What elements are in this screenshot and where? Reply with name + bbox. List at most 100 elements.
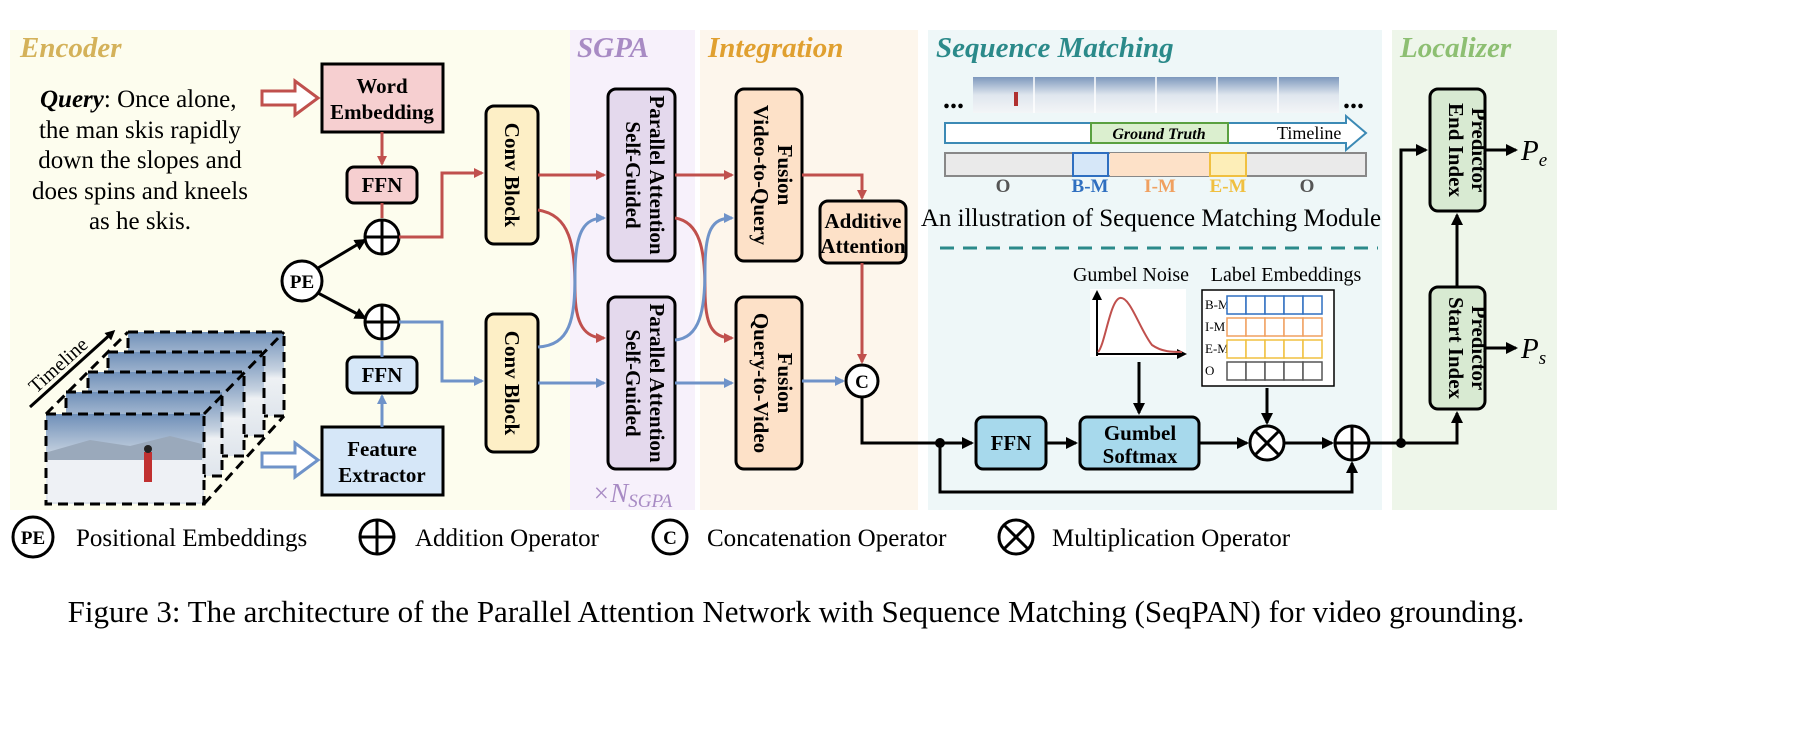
label-embedding-cell [1226,339,1247,359]
integration-title: Integration [707,32,843,64]
legend-concat-symbol: C [651,518,689,556]
word-embedding-block: Word Embedding [320,62,445,134]
end-predictor-label-1: End Index [1444,103,1468,197]
skier-figure [144,452,152,482]
feature-extractor-label-1: Feature [347,437,417,461]
sgpa-integration-arrows [674,170,867,388]
sgpa-repeat-label: ×NSGPA [592,478,673,512]
integration-panel [700,30,918,510]
start-predictor-label-1: Start Index [1444,297,1468,400]
encoder-title: Encoder [19,32,122,64]
add-query-node [363,218,401,256]
timeline-arrow [28,329,116,409]
label-embedding-cell [1245,317,1266,337]
encoder-arrows [317,132,484,427]
front-frame-snow [48,460,202,502]
tag-bar-i-m [1110,153,1210,176]
query-hollow-arrow [260,78,321,118]
label-embedding-cell [1245,295,1266,315]
illustration-caption: An illustration of Sequence Matching Mod… [921,205,1381,232]
ground-truth-label: Ground Truth [1112,126,1205,143]
multiply-node [1248,424,1286,462]
skier-head [144,445,152,453]
ffn-query-block: FFN [345,165,419,205]
legend-multiply-text: Multiplication Operator [1052,525,1291,552]
ffn-video-block: FFN [345,355,419,395]
additive-attention-block: Additive Attention [818,199,908,265]
additive-attention-label-2: Attention [820,234,905,258]
start-output-sub: s [1539,348,1546,369]
front-frame-mountain [48,436,202,460]
gumbel-softmax-block: Gumbel Softmax [1078,415,1201,471]
tag-o-right: O [1300,176,1315,197]
end-output-sub: e [1539,150,1547,171]
gumbel-softmax-label-2: Softmax [1103,444,1178,468]
feature-extractor-label-2: Extractor [338,463,425,487]
label-embeddings-grid: B-MI-ME-MO [1205,295,1323,381]
gumbel-noise-plot [1090,289,1187,359]
figure-caption: Figure 3: The architecture of the Parall… [68,594,1525,629]
legend-concat-symbol-label: C [663,528,677,549]
legend-multiply-symbol [997,518,1035,556]
query-line-1: Query: Once alone, [40,86,236,113]
query-to-video-fusion-block: Query-to-Video Fusion [734,295,804,471]
sequence-matching-illustration: ... ... Ground Truth Timeline O B-M I-M … [921,77,1381,250]
query-line-4: does spins and kneels [32,178,248,205]
timeline-band-label: Timeline [1277,123,1341,143]
tag-e-m: E-M [1210,176,1247,197]
start-output-label: Ps [1520,333,1546,369]
sgpa-video-label-2: Parallel Attention [645,303,669,463]
label-embedding-cell [1226,361,1247,381]
start-output-main: P [1520,333,1539,365]
query-line-2: the man skis rapidly [39,117,242,144]
sequence-matching-arrows [860,362,1406,494]
label-embedding-cell [1264,317,1285,337]
left-ellipsis: ... [943,84,964,115]
conv-block-video-label: Conv Block [500,331,524,436]
sgpa-repeat-prefix: ×N [592,478,630,508]
conv-block-query: Conv Block [484,104,540,246]
label-embedding-cell [1264,361,1285,381]
query-line-3: down the slopes and [38,147,242,174]
conv-sgpa-arrows [537,170,606,388]
tag-o-left: O [996,176,1011,197]
label-embedding-cell [1283,361,1304,381]
query-text-1: : Once alone, [104,86,237,113]
conv-block-query-label: Conv Block [500,123,524,228]
tag-bar-e-m [1209,152,1247,177]
sgpa-query-block: Self-Guided Parallel Attention [606,87,677,263]
label-embeddings-title: Label Embeddings [1211,264,1362,286]
gumbel-curve [1097,297,1183,353]
pe-node: PE [280,259,324,303]
label-embedding-cell [1302,361,1323,381]
label-embedding-cell [1302,339,1323,359]
label-embedding-cell [1283,317,1304,337]
ffn-query-label: FFN [362,173,403,197]
sgpa-query-label-2: Parallel Attention [645,95,669,255]
sm-ffn-label: FFN [991,431,1032,455]
localizer-title: Localizer [1399,32,1512,64]
conv-block-video: Conv Block [484,312,540,454]
gumbel-softmax-label-1: Gumbel [1104,421,1177,445]
sequence-matching-title: Sequence Matching [936,32,1174,64]
tag-b-m: B-M [1072,176,1109,197]
tag-i-m: I-M [1144,176,1176,197]
video-hollow-arrow [260,440,321,480]
end-output-label: Pe [1520,135,1547,171]
video-to-query-fusion-block: Video-to-Query Fusion [734,87,804,263]
legend-addition-text: Addition Operator [415,525,600,552]
ffn-video-label: FFN [362,363,403,387]
gumbel-noise-label: Gumbel Noise [1073,264,1189,286]
add-video-node [363,303,401,341]
legend-pe-symbol: PE [11,515,55,559]
label-embeddings-table: B-MI-ME-MO [1201,289,1335,387]
legend-concat-text: Concatenation Operator [707,525,947,552]
frame-depth-line-3 [44,330,130,416]
label-embedding-cell [1283,295,1304,315]
legend-pe-text: Positional Embeddings [76,525,307,552]
q2v-label-1: Query-to-Video [749,313,773,453]
right-ellipsis: ... [1343,84,1364,115]
legend: PE Positional Embeddings Addition Operat… [11,515,1291,559]
query-line-5: as he skis. [89,208,191,235]
end-index-predictor: End Index Predictor [1428,87,1491,213]
